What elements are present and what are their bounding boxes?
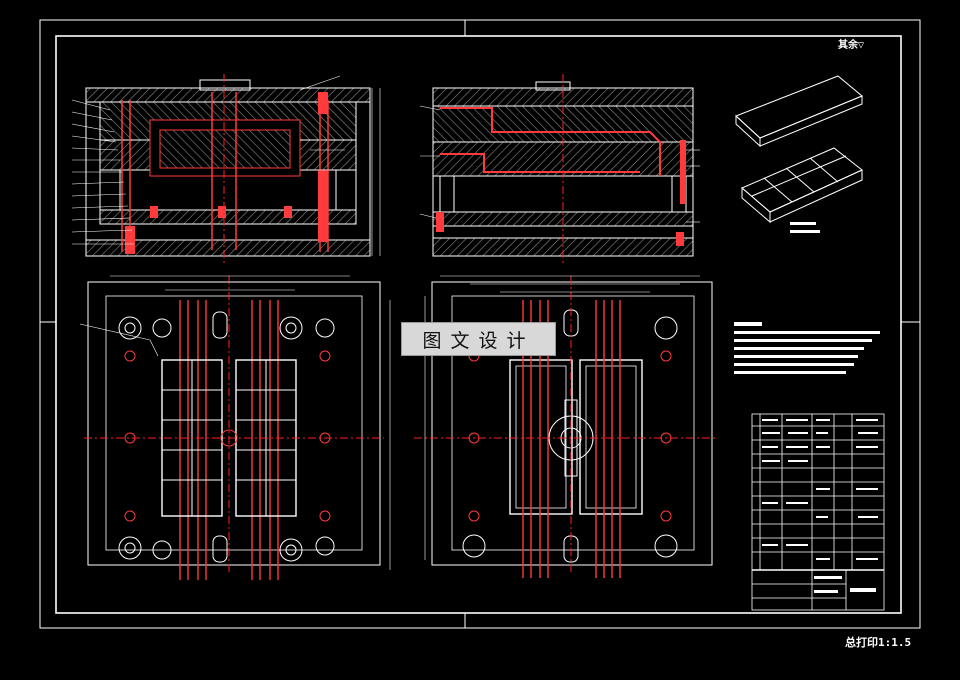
title-block bbox=[751, 413, 885, 611]
isometric-product-top bbox=[735, 75, 863, 148]
left-section-view bbox=[71, 74, 381, 266]
isometric-product-bottom bbox=[741, 147, 863, 224]
scale-note: 总打印1:1.5 bbox=[845, 636, 912, 649]
right-section-view bbox=[419, 74, 700, 266]
surface-finish-note: 其余▽ bbox=[838, 40, 865, 51]
watermark-stamp: 图文设计 bbox=[401, 322, 556, 356]
title-block-text-marks bbox=[762, 419, 878, 593]
technical-requirements bbox=[734, 322, 880, 374]
left-plan-view bbox=[79, 275, 391, 580]
drawing-frame bbox=[39, 19, 921, 629]
isometric-caption-bars bbox=[790, 222, 820, 233]
